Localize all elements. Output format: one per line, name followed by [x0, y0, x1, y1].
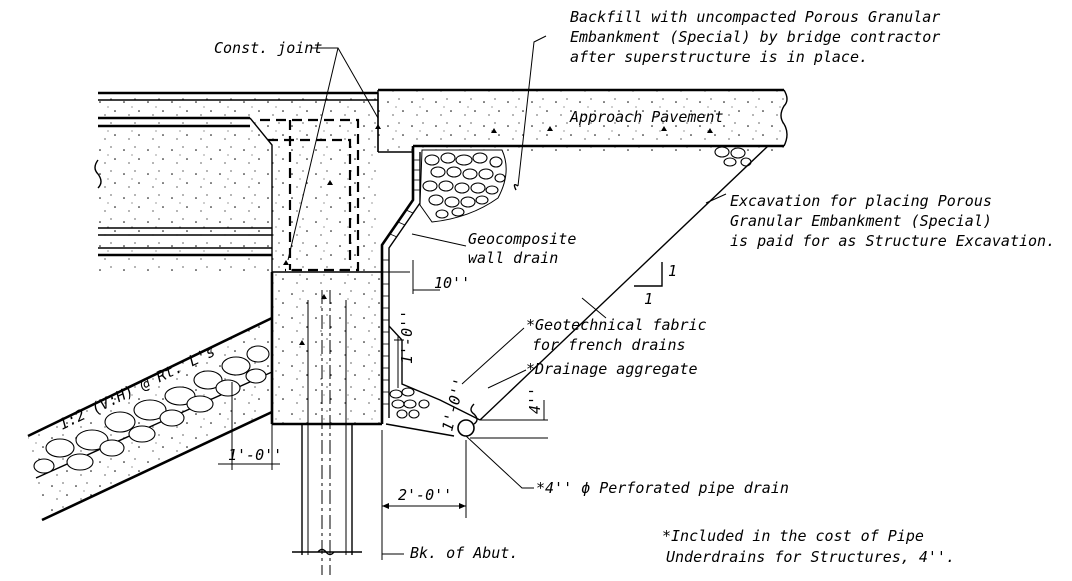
piles — [292, 290, 362, 575]
excavation-note-line-2: Granular Embankment (Special) — [730, 212, 992, 230]
approach-pavement-slab — [377, 88, 788, 152]
const-joint-label: Const. joint — [214, 39, 322, 57]
geotech-fabric-label-line-2: for french drains — [532, 336, 686, 354]
dim-10in: 10'' — [434, 274, 470, 292]
geocomposite-label-line-1: Geocomposite — [468, 230, 576, 248]
abutment-backwall — [270, 146, 421, 426]
drainage-aggregate-label: *Drainage aggregate — [526, 360, 698, 378]
slope-protection — [27, 316, 273, 522]
dim-1ft-slope: 1'-0'' — [228, 446, 282, 464]
concrete-markers — [283, 124, 713, 345]
excavation-note-line-3: is paid for as Structure Excavation. — [730, 232, 1055, 250]
dimension-lines — [218, 260, 548, 560]
geotech-fabric-label-line-1: *Geotechnical fabric — [526, 316, 707, 334]
backfill-note-line-3: after superstructure is in place. — [570, 48, 868, 66]
dim-1ft-vertical-a: 1'-0'' — [398, 310, 416, 364]
pipe-drain-label: *4'' ϕ Perforated pipe drain — [536, 479, 789, 497]
excavation-line — [479, 145, 769, 421]
slope-horizontal-1: 1 — [644, 290, 653, 308]
slope-vertical-1: 1 — [668, 262, 677, 280]
french-drain — [385, 325, 481, 437]
backfill-note-line-2: Embankment (Special) by bridge contracto… — [570, 28, 940, 46]
dim-2ft: 2'-0'' — [398, 486, 452, 504]
geocomposite-label-line-2: wall drain — [468, 249, 558, 267]
dim-4in: 4'' — [526, 387, 544, 414]
included-note-line-1: *Included in the cost of Pipe — [662, 527, 924, 545]
porous-granular-backfill — [419, 146, 752, 223]
backfill-note-line-1: Backfill with uncompacted Porous Granula… — [570, 8, 940, 26]
included-note-line-2: Underdrains for Structures, 4''. — [666, 548, 955, 566]
excavation-note-line-1: Excavation for placing Porous — [730, 192, 992, 210]
deck-and-beams — [94, 91, 378, 272]
bk-abut-label: Bk. of Abut. — [410, 544, 518, 562]
approach-pavement-label: Approach Pavement — [569, 108, 724, 126]
leader-lines — [287, 35, 727, 555]
